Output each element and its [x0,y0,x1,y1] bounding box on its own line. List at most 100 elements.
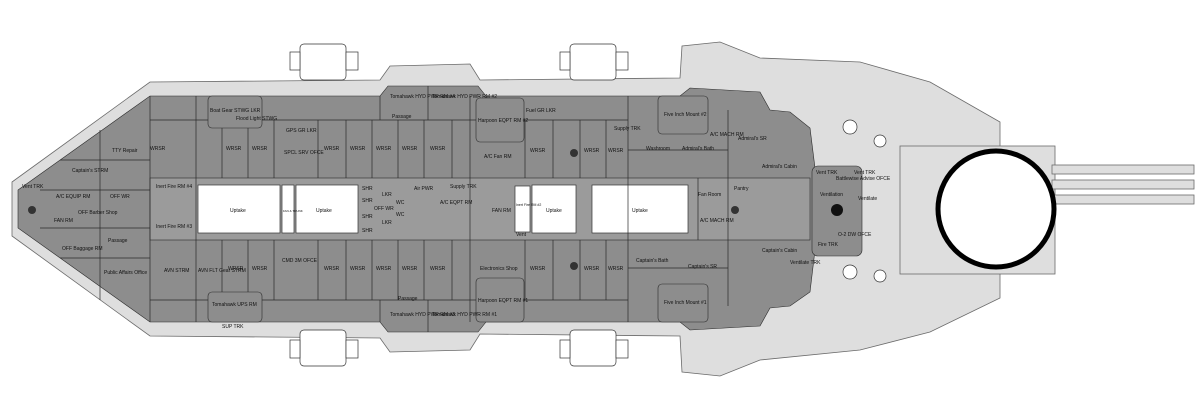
label-admirals-cabin: Admiral's Cabin [762,164,797,170]
label-tty-repair: TTY Repair [112,148,138,154]
label-five-inch-2: Five Inch Mount #2 [664,112,707,118]
label-fan-room: Fan Room [698,192,721,198]
label-passage-top: Passage [392,114,412,120]
label-passage-fwd: Passage [108,238,128,244]
label-fan-rm-mid: FAN RM [492,208,511,214]
label-electronics-shop: Electronics Shop [480,266,518,272]
main-turret-ring [935,148,1057,270]
label-lkr-1: LKR [382,192,392,198]
label-ac-equip-rm: A/C EQUIP RM [56,194,90,200]
label-gps-gr-lkr: GPS GR LKR [286,128,317,134]
label-wrsr-8: WRSR [430,146,446,152]
label-captains-sr: Captain's SR [688,264,717,270]
label-wrsr-3: WRSR [252,146,268,152]
label-uptake-3: Uptake [546,208,562,214]
label-vent-trk-bow: Vent TRK [22,184,44,190]
label-public-affairs: Public Affairs Office [104,270,147,276]
label-admirals-bath: Admiral's Bath [682,146,714,152]
fans-trunk-box [281,184,295,234]
label-ac-eqpt-rm: A/C EQPT RM [440,200,472,206]
label-wrsr-2: WRSR [226,146,242,152]
label-off-wr-bow: OFF WR [110,194,130,200]
label-ac-fan-rm: A/C Fan RM [484,154,512,160]
label-wrsr-1: WRSR [150,146,166,152]
deck-fitting-3 [842,264,858,280]
label-tomahawk-ups: Tomahawk UPS RM [212,302,257,308]
label-lkr-2: LKR [382,220,392,226]
trunk-circle-1 [570,149,578,157]
deck-fitting-4 [873,269,887,283]
label-air-pwr: Air PWR [414,186,434,192]
trunk-circle-3 [731,206,739,214]
tomahawk-ups-box [207,291,263,323]
label-off-wr-mid: OFF WR [374,206,394,212]
label-uptake-4: Uptake [632,208,648,214]
label-cmd-3m: CMD 3M OFCE [282,258,318,264]
label-ventilate: Ventilate [858,196,877,202]
label-supply-trk-s: Supply TRK [614,126,641,132]
label-wrsr-19: WRSR [530,266,546,272]
label-spcl-srv: SPCL SRV OFCE [284,150,324,156]
harpoon-1-box [475,277,525,323]
label-inert-fire-3: Inert Fire RM #3 [156,224,192,230]
label-shr-2: SHR [362,198,373,204]
harpoon-2-box [475,97,525,143]
label-wrsr-5: WRSR [350,146,366,152]
gun-barrel-1 [1051,164,1195,175]
label-tomahawk-hyd-2: Tomahawk HYD PWR RM #2 [432,94,497,100]
label-fans-trunk: FAN & TRUNK [283,209,303,213]
label-shr-1: SHR [362,186,373,192]
label-vent: Vent [516,232,527,238]
label-fan-rm-bow: FAN RM [54,218,73,224]
label-off-barber: OFF Barber Shop [78,210,118,216]
gun-barrel-2 [1051,179,1195,190]
label-wrsr-20: WRSR [584,266,600,272]
label-uptake-1: Uptake [230,208,246,214]
labels: Vent TRK TTY Repair Captain's STRM A/C E… [22,94,891,330]
label-supply-trk: Supply TRK [450,184,477,190]
label-wrsr-16: WRSR [530,148,546,154]
label-ventilation: Ventilation [820,192,843,198]
label-shr-4: SHR [362,228,373,234]
label-avn-flt-gear: AVN FLT Gear STRM [198,268,246,274]
label-captains-strm: Captain's STRM [72,168,108,174]
label-pantry: Pantry [734,186,749,192]
label-vent-trk-fwd2: Vent TRK [854,170,876,176]
label-washroom: Washroom [646,146,670,152]
label-wc-1: WC [396,200,405,206]
label-ac-mach-rm-bot: A/C MACH RM [700,218,734,224]
five-inch-mount-2-box [657,95,709,135]
label-sup-trk-p: SUP TRK [222,324,244,330]
trunk-circle-2 [570,262,578,270]
boat-gear-box [207,95,263,129]
label-inert-fire-4: Inert Fire RM #4 [156,184,192,190]
davits-top [289,43,629,81]
label-wrsr-10: WRSR [252,266,268,272]
gun-barrel-3 [1051,194,1195,205]
label-wrsr-6: WRSR [376,146,392,152]
label-passage-bot: Passage [398,296,418,302]
label-wrsr-17: WRSR [584,148,600,154]
label-tomahawk-hyd-1: Tomahawk HYD PWR RM #1 [432,312,497,318]
label-inert-fire-2: Inert Fire RM #2 [516,203,541,207]
trunk-circle-4 [831,204,843,216]
label-wrsr-4: WRSR [324,146,340,152]
label-fire-trk: Fire TRK [818,242,839,248]
label-avn-strm: AVN STRM [164,268,189,274]
davits-bottom [289,329,629,367]
label-wrsr-12: WRSR [350,266,366,272]
five-inch-mount-1-box [657,283,709,323]
label-tomahawk-hyd-4: Tomahawk HYD PWR RM #4 [390,94,455,100]
trunk-circle-5 [28,206,36,214]
label-flood-light: Flood Light STWG [236,116,277,122]
label-tomahawk-hyd-3: Tomahawk HYD PWR RM #3 [390,312,455,318]
uptake-2 [295,184,359,234]
label-wrsr-15: WRSR [430,266,446,272]
uptake-3 [531,184,577,234]
label-ventilate-trk: Ventilate TRK [790,260,821,266]
label-wrsr-9: WRSR [228,266,244,272]
inert-fire-2-box [514,185,531,233]
label-wrsr-14: WRSR [402,266,418,272]
uptake-1 [197,184,281,234]
